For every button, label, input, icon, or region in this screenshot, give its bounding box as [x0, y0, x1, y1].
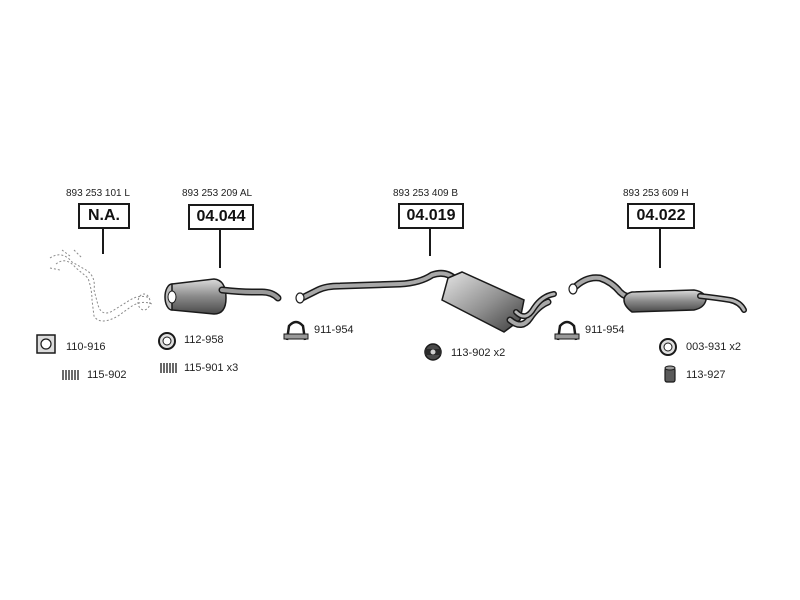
- accessory-label[interactable]: 911-954: [314, 324, 354, 336]
- accessory-label[interactable]: 113-902 x2: [451, 347, 506, 359]
- oe-number-label: 893 253 409 B: [393, 188, 459, 199]
- middle-silencer-04019-part: [295, 269, 557, 333]
- accessory-label[interactable]: 113-927: [686, 369, 726, 381]
- oe-number-label: 893 253 609 H: [623, 188, 689, 199]
- rubber-buffer-icon: [664, 365, 676, 383]
- flange-gasket-icon: [36, 334, 56, 354]
- accessory-label[interactable]: 115-902: [87, 369, 127, 381]
- accessory-label[interactable]: 003-931 x2: [686, 341, 742, 353]
- rear-silencer-04022-part: [568, 274, 747, 313]
- part-code-box[interactable]: 04.019: [398, 203, 464, 229]
- spring-icon: [62, 370, 79, 380]
- rubber-mount-icon: [424, 343, 442, 361]
- ring-gasket-icon: [659, 338, 677, 356]
- front-silencer-04044-part: [164, 278, 282, 315]
- oe-number-label: 893 253 209 AL: [182, 188, 253, 199]
- front-pipe-na-part: [49, 249, 153, 322]
- part-code-box[interactable]: 04.044: [188, 204, 254, 230]
- accessory-label[interactable]: 115-901 x3: [184, 362, 239, 374]
- clamp-icon: [554, 320, 580, 341]
- oe-number-label: 893 253 101 L: [66, 188, 130, 199]
- part-code-box[interactable]: 04.022: [627, 203, 695, 229]
- clamp-icon: [283, 320, 309, 341]
- ring-gasket-icon: [158, 332, 176, 350]
- accessory-label[interactable]: 110-916: [66, 341, 106, 353]
- spring-icon: [160, 363, 177, 373]
- accessory-label[interactable]: 112-958: [184, 334, 224, 346]
- part-code-box[interactable]: N.A.: [78, 203, 130, 229]
- accessory-label[interactable]: 911-954: [585, 324, 625, 336]
